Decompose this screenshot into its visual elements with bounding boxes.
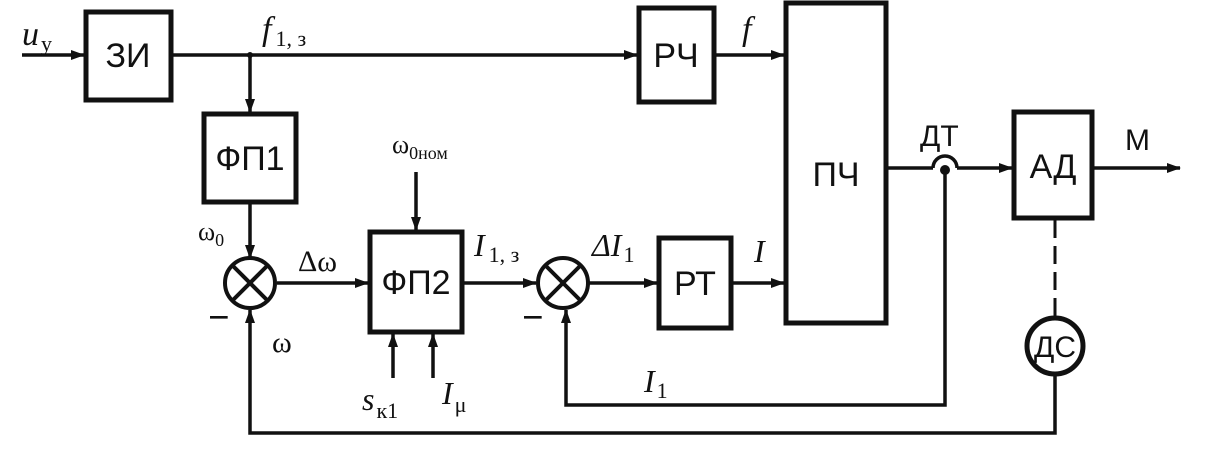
label-ds: ДС [1034,331,1076,364]
label-dt: ДТ [920,120,959,153]
wire-speed-feedback [245,309,1057,435]
summing-junction-speed [223,256,277,310]
block-rch [636,5,717,105]
label-rt: РТ [674,265,716,303]
signal-omega0nom: ω0ном [392,130,448,163]
signal-u: uу [22,16,52,56]
signal-imu: Iμ [441,375,466,417]
block-ds [1024,315,1086,377]
junction-dot [247,52,253,58]
summing-junction-current [536,256,590,310]
label-zi: ЗИ [106,37,151,75]
dt-crossover-hump [931,154,959,169]
signal-sk1: sк1 [362,381,398,423]
block-zi [83,9,174,103]
signal-f: f [742,11,756,48]
signal-omega0: ω0 [198,217,224,250]
wire-current-feedback [561,170,947,407]
signal-minus-speed: − [208,297,230,339]
label-fp2: ФП2 [381,264,450,302]
label-rch: РЧ [653,37,698,75]
block-rt [656,235,734,331]
dt-sensor-dot [940,165,950,175]
block-fp1 [201,111,299,205]
label-ad: АД [1030,148,1077,186]
signal-m: М [1125,124,1150,157]
block-pch [783,0,889,326]
signal-omega: ω [272,326,292,359]
label-fp1: ФП1 [215,140,284,178]
signal-i1-feedback: I1 [643,363,668,403]
signal-i: I [753,233,766,269]
block-ad [1011,109,1095,221]
label-pch: ПЧ [812,156,859,194]
signal-delta-i1: ΔI1 [590,227,634,267]
signal-delta-omega: Δω [298,245,337,278]
block-fp2 [367,229,465,335]
signal-minus-current: − [522,297,544,339]
